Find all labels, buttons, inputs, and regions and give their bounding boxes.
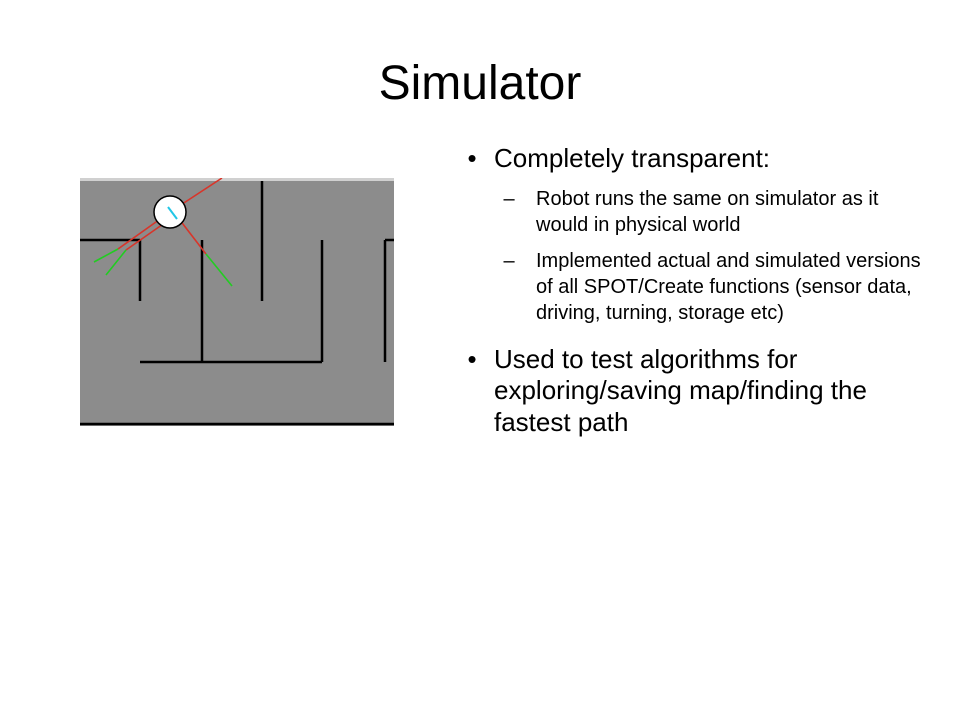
maze-top-edge [80, 178, 394, 181]
sub-bullet-item: – Implemented actual and simulated versi… [462, 248, 922, 326]
sub-bullet-marker: – [503, 250, 515, 273]
sub-bullet-text: Robot runs the same on simulator as it w… [536, 188, 879, 237]
bullet-text: Completely transparent: [494, 143, 771, 173]
sub-bullet-marker: – [503, 188, 515, 211]
sub-bullet-item: – Robot runs the same on simulator as it… [462, 186, 922, 238]
robot [153, 195, 187, 229]
bullet-item: • Used to test algorithms for exploring/… [462, 344, 922, 438]
bullet-marker: • [467, 143, 477, 173]
sensor-beam [93, 248, 119, 263]
maze-floor [80, 178, 394, 426]
maze-canvas [80, 177, 394, 426]
simulator-view [80, 177, 394, 431]
sensor-beam [105, 249, 127, 276]
maze-walls [80, 181, 394, 426]
bullet-marker: • [467, 344, 477, 375]
bullet-text: Used to test algorithms for exploring/sa… [494, 344, 867, 437]
bullet-list: • Completely transparent: – Robot runs t… [462, 143, 922, 450]
sensor-beam [205, 253, 233, 287]
robot-heading [167, 206, 178, 220]
slide-title: Simulator [378, 57, 582, 110]
bullet-item: • Completely transparent: [462, 143, 922, 174]
sub-bullet-text: Implemented actual and simulated version… [536, 250, 921, 325]
